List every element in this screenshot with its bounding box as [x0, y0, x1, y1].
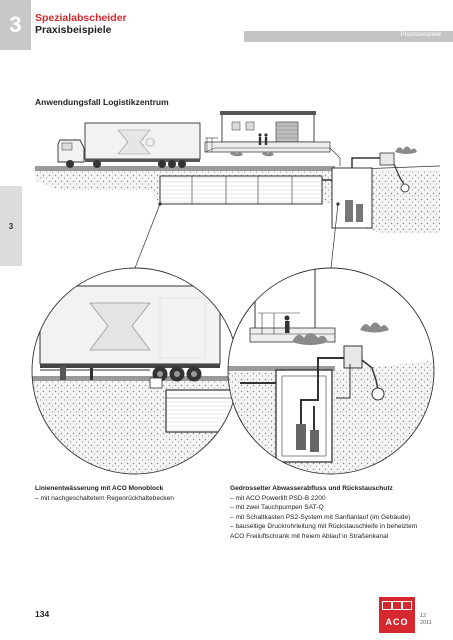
right-column: Gedrosselter Abwasserabfluss und Rücksta… — [230, 484, 440, 542]
list-item: ACO Freiluftschrank mit freiem Ablauf in… — [230, 532, 389, 540]
detail-circle-left — [31, 267, 239, 475]
page-subtitle: Praxisbeispiele — [35, 24, 112, 36]
building-overview — [204, 111, 341, 166]
detail-circle-right — [227, 267, 435, 475]
pump-station-overview — [322, 152, 410, 229]
logo-text: ACO — [385, 617, 409, 627]
side-chapter-tab — [0, 186, 22, 266]
left-column-title: Linienentwässerung mit ACO Monoblock — [35, 485, 164, 492]
list-item: – mit nachgeschaltetem Regenrückhaltebec… — [35, 494, 174, 502]
page-number: 134 — [35, 609, 50, 619]
logistics-center-illustration: ACO — [31, 111, 441, 475]
callout-line-left — [134, 203, 161, 269]
side-chapter-number: 3 — [8, 222, 14, 231]
aco-logo: ACO — [379, 597, 415, 633]
list-item: – mit zwei Tauchpumpen SAT-Q — [230, 504, 324, 512]
retention-basin-overview — [159, 175, 323, 205]
header-tag: Praxisbeispiele — [400, 32, 441, 38]
chapter-tab — [0, 0, 31, 50]
chapter-number: 3 — [9, 12, 22, 37]
truck-overview: ACO — [57, 122, 201, 168]
list-item: – mit ACO Powerlift PSD-B 2200 — [230, 494, 326, 502]
edition-info: 12 2011 — [420, 613, 432, 627]
header-bar: Praxisbeispiele — [244, 31, 453, 42]
callout-line-right — [330, 203, 339, 269]
right-column-title: Gedrosselter Abwasserabfluss und Rücksta… — [230, 485, 393, 492]
left-column: Linienentwässerung mit ACO Monoblock – m… — [35, 484, 215, 503]
edition-line-1: 12 — [420, 613, 427, 619]
list-item: – mit Schaltkasten PS2-System mit Sanfta… — [230, 513, 411, 521]
section-title: Anwendungsfall Logistikzentrum — [35, 97, 169, 107]
overview-scene: ACO — [35, 111, 441, 233]
page-title: Spezialabscheider — [35, 12, 127, 24]
edition-line-2: 2011 — [420, 620, 432, 626]
list-item: – bauseitige Druckrohrleitung mit Rückst… — [230, 523, 418, 531]
